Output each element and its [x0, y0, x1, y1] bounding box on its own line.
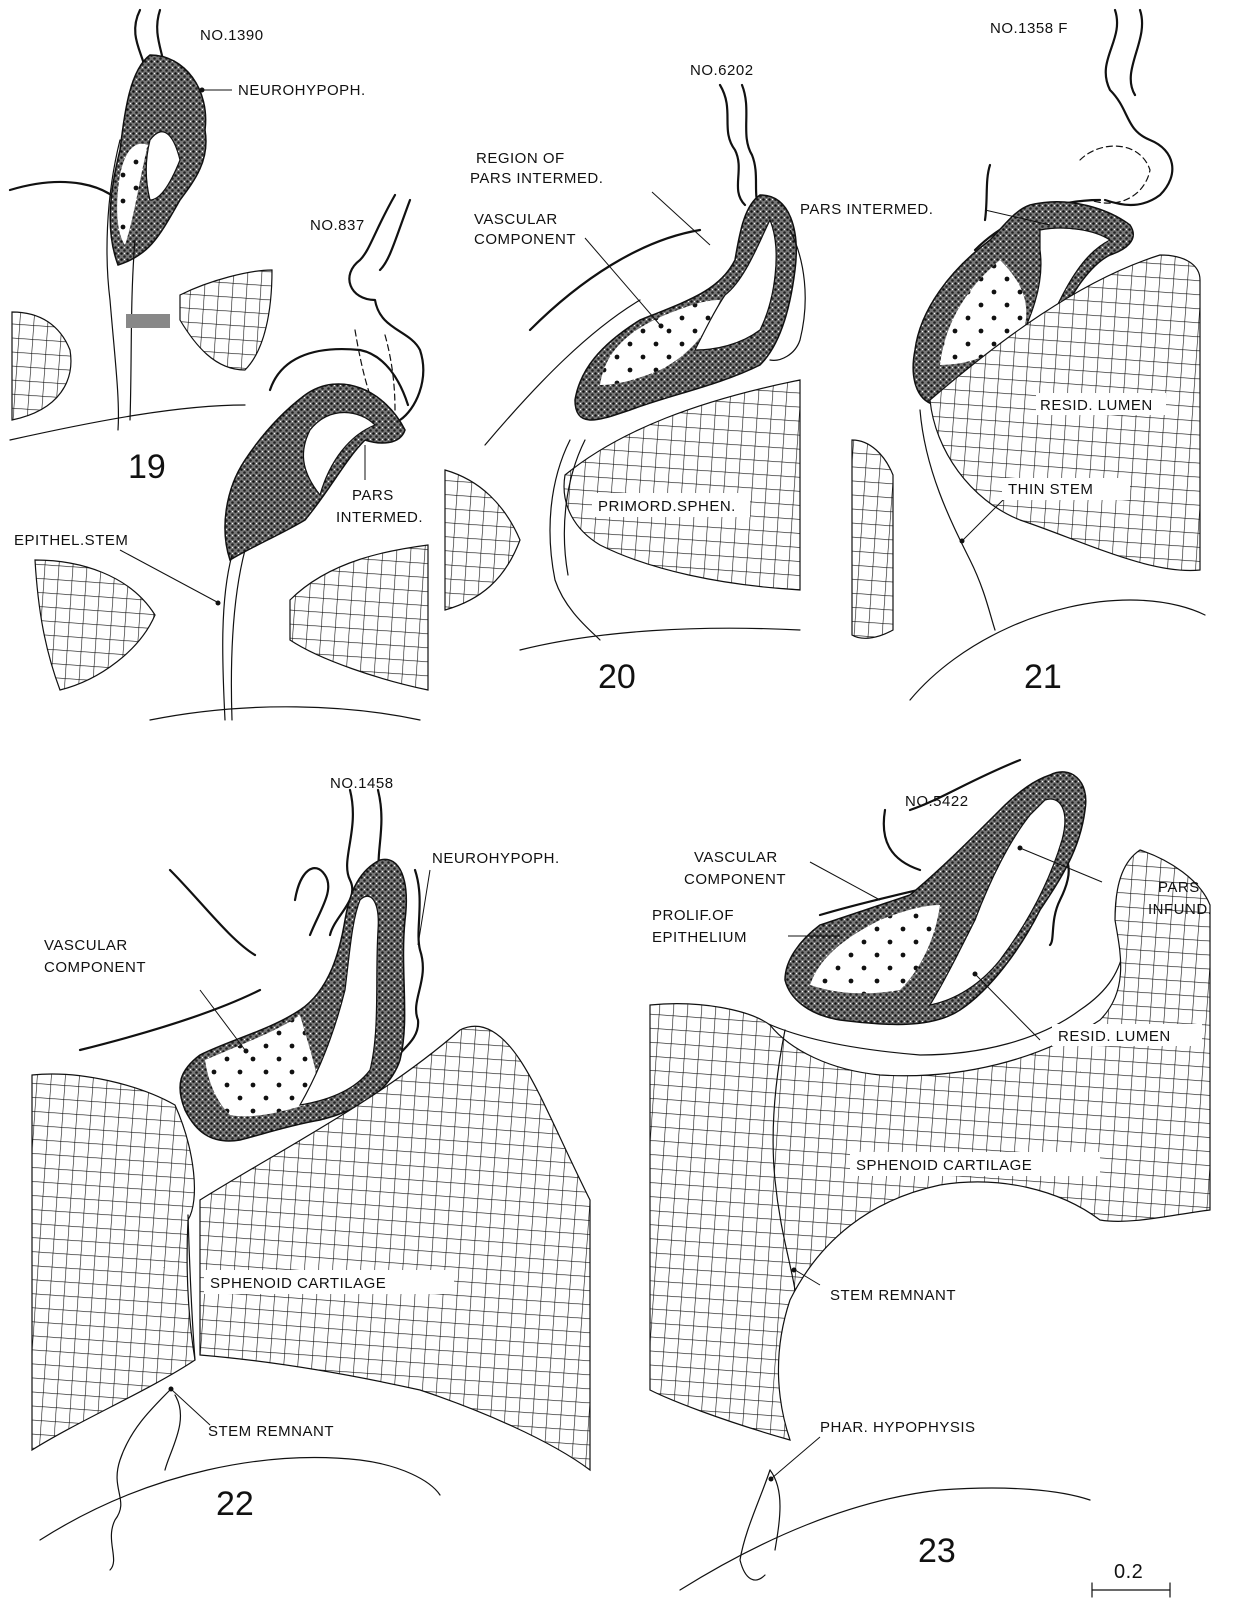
specimen-number: NO.1458 — [330, 775, 394, 792]
figure-21: NO.1358 F PARS INTERMED. RESID. LUMEN TH… — [800, 10, 1205, 700]
label-epithel-stem: EPITHEL.STEM — [14, 532, 128, 549]
label-phar-hypophysis: PHAR. HYPOPHYSIS — [820, 1419, 976, 1436]
label-neurohypoph: NEUROHYPOPH. — [432, 850, 560, 867]
label-thin-stem: THIN STEM — [1008, 481, 1093, 498]
gray-marker — [126, 314, 170, 328]
specimen-number: NO.6202 — [690, 62, 754, 79]
leader-dot — [792, 1268, 797, 1273]
label-component: COMPONENT — [44, 959, 146, 976]
leader-dot — [200, 88, 205, 93]
dashed-outline — [1080, 146, 1150, 203]
specimen-number: NO.5422 — [905, 793, 969, 810]
label-stem-remnant: STEM REMNANT — [208, 1423, 334, 1440]
scale-bar-label: 0.2 — [1114, 1561, 1143, 1583]
outline-curve — [520, 628, 800, 650]
label-epithelium: EPITHELIUM — [652, 929, 747, 946]
cartilage — [290, 545, 428, 690]
figure-22: NO.1458 NEUROHYPOPH. VASCULAR COMPONENT … — [32, 775, 590, 1570]
outline-curve — [10, 405, 245, 440]
stem-line — [130, 240, 135, 420]
stalk-line — [884, 810, 920, 870]
stem-remnant-outline — [165, 1395, 180, 1470]
label-sphenoid: SPHENOID CARTILAGE — [856, 1157, 1032, 1174]
leader-dot — [216, 601, 221, 606]
leader-dot — [769, 1477, 774, 1482]
stem-line — [223, 555, 232, 720]
label-intermed: INTERMED. — [336, 509, 423, 526]
label-region: REGION OF — [476, 150, 565, 167]
neural-outline — [1131, 10, 1142, 95]
leader-dot — [169, 1387, 174, 1392]
neural-outline — [1105, 10, 1172, 205]
label-component: COMPONENT — [474, 231, 576, 248]
specimen-number: NO.837 — [310, 217, 365, 234]
figure-number: 19 — [128, 448, 166, 486]
leader-line — [963, 495, 1008, 540]
cartilage — [35, 560, 155, 690]
label-vascular: VASCULAR — [694, 849, 778, 866]
stalk-line — [720, 85, 745, 205]
stem-line — [231, 550, 245, 720]
leader-dot — [960, 539, 965, 544]
label-infund: INFUND. — [1148, 901, 1212, 918]
figure-20: NO.6202 REGION OF PARS INTERMED. VASCULA… — [445, 62, 805, 696]
outline-curve — [295, 868, 328, 935]
label-prolif: PROLIF.OF — [652, 907, 734, 924]
figure-19b: NO.837 PARS INTERMED. EPITHEL.STEM — [14, 195, 428, 720]
label-sphenoid: SPHENOID CARTILAGE — [210, 1275, 386, 1292]
label-resid-lumen: RESID. LUMEN — [1040, 397, 1153, 414]
label-stem-remnant: STEM REMNANT — [830, 1287, 956, 1304]
leader-dot — [973, 972, 978, 977]
label-resid-lumen: RESID. LUMEN — [1058, 1028, 1171, 1045]
leader-line — [976, 975, 1040, 1040]
label-primord: PRIMORD.SPHEN. — [598, 498, 736, 515]
stem-remnant-outline — [110, 1390, 170, 1570]
leader-line — [810, 862, 880, 900]
specimen-number: NO.1358 F — [990, 20, 1068, 37]
figure-number: 20 — [598, 658, 636, 696]
leader-dot — [1018, 846, 1023, 851]
label-pars: PARS — [1158, 879, 1200, 896]
lumen — [303, 413, 375, 496]
figure-number: 22 — [216, 1485, 254, 1523]
outline-curve — [150, 707, 420, 720]
cartilage — [445, 470, 520, 610]
phar-hypophysis-outline — [740, 1470, 770, 1580]
label-vascular: VASCULAR — [44, 937, 128, 954]
outline-curve — [985, 165, 990, 220]
label-pars-intermed: PARS INTERMED. — [800, 201, 933, 218]
outline-curve — [680, 1488, 1090, 1590]
cartilage — [32, 1074, 195, 1450]
outline-curve — [170, 870, 255, 955]
specimen-number: NO.1390 — [200, 27, 264, 44]
leader-line — [652, 192, 710, 245]
label-component: COMPONENT — [684, 871, 786, 888]
figure-23: NO.5422 VASCULAR COMPONENT PROLIF.OF EPI… — [650, 760, 1212, 1590]
cartilage — [12, 312, 71, 420]
leader-dot — [659, 324, 664, 329]
leader-dot — [244, 1049, 249, 1054]
neural-outline — [380, 200, 410, 270]
leader-line — [772, 1437, 820, 1478]
label-neurohypoph: NEUROHYPOPH. — [238, 82, 366, 99]
label-vascular: VASCULAR — [474, 211, 558, 228]
label-pars-intermed: PARS INTERMED. — [470, 170, 603, 187]
scale-bar: 0.2 — [1092, 1561, 1170, 1597]
leader-line — [172, 1390, 210, 1425]
figure-number: 21 — [1024, 658, 1062, 696]
figure-number: 23 — [918, 1532, 956, 1570]
cartilage — [180, 270, 272, 370]
stalk-line — [742, 85, 760, 210]
label-pars: PARS — [352, 487, 394, 504]
dashed-outline — [355, 330, 370, 395]
cartilage — [852, 440, 893, 638]
